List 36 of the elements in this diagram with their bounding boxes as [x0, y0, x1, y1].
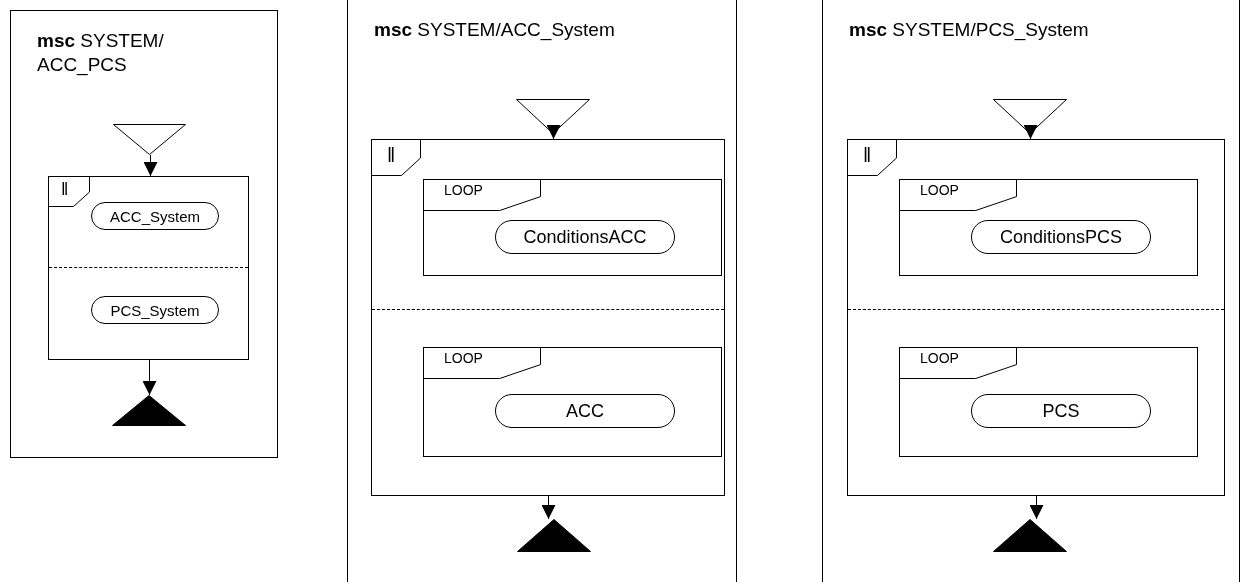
frame-title: msc SYSTEM/ACC_System	[374, 18, 615, 42]
arrow	[1023, 125, 1038, 140]
reference-label: PCS_System	[91, 296, 219, 324]
reference-label: ConditionsPCS	[971, 220, 1151, 254]
operator-label: LOOP	[920, 181, 959, 199]
end-symbol	[112, 395, 186, 426]
arrow	[1029, 495, 1044, 520]
operator-label: LOOP	[444, 349, 483, 367]
loop-fragment	[899, 347, 1198, 457]
frame-title: msc SYSTEM/ACC_PCS	[37, 29, 165, 77]
arrow	[541, 495, 556, 520]
loop-fragment	[899, 179, 1198, 276]
operator-label: ‖	[61, 178, 69, 201]
reference-label: ACC	[495, 394, 675, 428]
parallel-fragment	[371, 139, 725, 496]
diagram-frame	[347, 0, 737, 582]
diagram-frame	[10, 10, 278, 458]
diagram-frame	[822, 0, 1240, 582]
reference-label: PCS	[971, 394, 1151, 428]
parallel-fragment	[847, 139, 1225, 496]
arrow	[546, 125, 561, 140]
parallel-fragment	[48, 176, 249, 360]
start-symbol	[113, 124, 186, 155]
arrow	[143, 154, 158, 177]
frame-title: msc SYSTEM/PCS_System	[849, 18, 1089, 42]
end-symbol	[517, 519, 591, 552]
loop-fragment	[423, 179, 722, 276]
operator-label: LOOP	[444, 181, 483, 199]
operator-label: ‖	[863, 143, 872, 168]
operator-label: ‖	[387, 143, 396, 168]
arrow	[142, 359, 157, 396]
reference-label: ACC_System	[91, 202, 219, 230]
operator-label: LOOP	[920, 349, 959, 367]
loop-fragment	[423, 347, 722, 457]
end-symbol	[993, 519, 1067, 552]
reference-label: ConditionsACC	[495, 220, 675, 254]
